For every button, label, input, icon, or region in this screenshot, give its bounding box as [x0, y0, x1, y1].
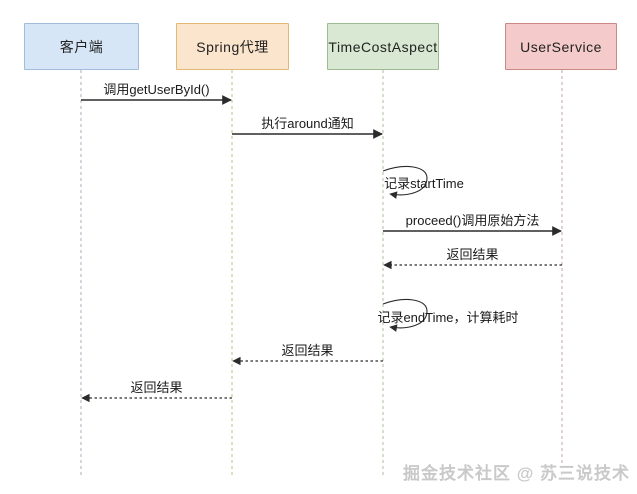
self-message-arrow-5 — [382, 298, 428, 332]
message-label-4: 返回结果 — [446, 247, 499, 262]
self-message-label-5: 记录endTime，计算耗时 — [377, 310, 519, 325]
actor-box-time-cost-aspect: TimeCostAspect — [327, 23, 439, 70]
actor-label-client: 客户端 — [59, 38, 104, 55]
message-label-1: 执行around通知 — [261, 116, 354, 131]
actor-box-client: 客户端 — [24, 23, 139, 70]
message-label-0: 调用getUserById() — [103, 82, 210, 97]
actor-label-user-service: UserService — [520, 38, 602, 55]
watermark: 掘金技术社区 @ 苏三说技术 — [402, 464, 630, 483]
message-label-3: proceed()调用原始方法 — [405, 213, 540, 228]
actor-label-spring-proxy: Spring代理 — [196, 38, 269, 55]
self-message-label-2: 记录startTime — [384, 176, 464, 191]
actor-box-spring-proxy: Spring代理 — [176, 23, 289, 70]
actor-box-user-service: UserService — [505, 23, 617, 70]
message-label-6: 返回结果 — [281, 343, 334, 358]
actor-label-time-cost-aspect: TimeCostAspect — [328, 38, 438, 55]
self-message-arrow-2 — [382, 165, 428, 199]
message-label-7: 返回结果 — [130, 380, 183, 395]
